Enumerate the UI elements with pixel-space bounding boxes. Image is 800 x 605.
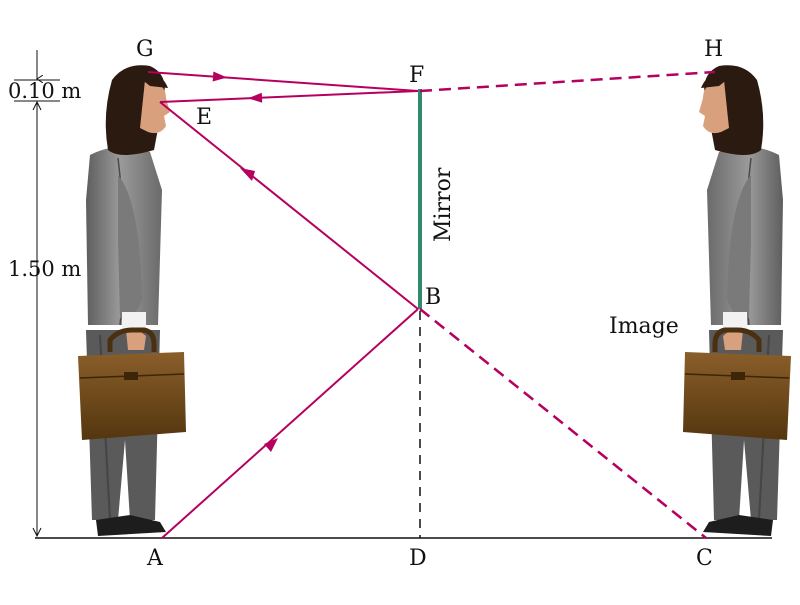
label-h: H — [704, 37, 723, 62]
virtual-ray-f-to-h — [419, 70, 716, 93]
light-rays — [147, 71, 419, 539]
label-a: A — [146, 546, 164, 571]
arrow-a-to-b — [264, 438, 278, 452]
ray-a-to-b — [161, 308, 419, 539]
ray-b-to-e — [159, 101, 419, 310]
label-c: C — [696, 546, 713, 571]
arrow-g-to-f — [212, 71, 227, 82]
ray-direction-arrows — [212, 71, 278, 452]
virtual-ray-b-to-c — [419, 308, 707, 539]
label-f: F — [409, 63, 424, 88]
ray-f-to-e — [159, 90, 419, 103]
person-figure — [78, 65, 186, 536]
ray-g-to-f — [147, 71, 419, 92]
measurement-top: 0.10 m — [8, 79, 81, 103]
mirror-label: Mirror — [431, 167, 456, 242]
label-b: B — [425, 285, 441, 310]
virtual-rays-dashed — [419, 70, 716, 539]
image-person-figure — [683, 65, 791, 536]
height-measurement-guides — [14, 50, 60, 538]
arrow-f-to-e — [248, 92, 263, 103]
arrow-b-to-e — [240, 168, 255, 181]
label-d: D — [409, 546, 427, 571]
image-label: Image — [609, 314, 679, 339]
label-e: E — [196, 105, 212, 130]
measurement-main: 1.50 m — [8, 257, 81, 281]
label-g: G — [136, 37, 154, 62]
